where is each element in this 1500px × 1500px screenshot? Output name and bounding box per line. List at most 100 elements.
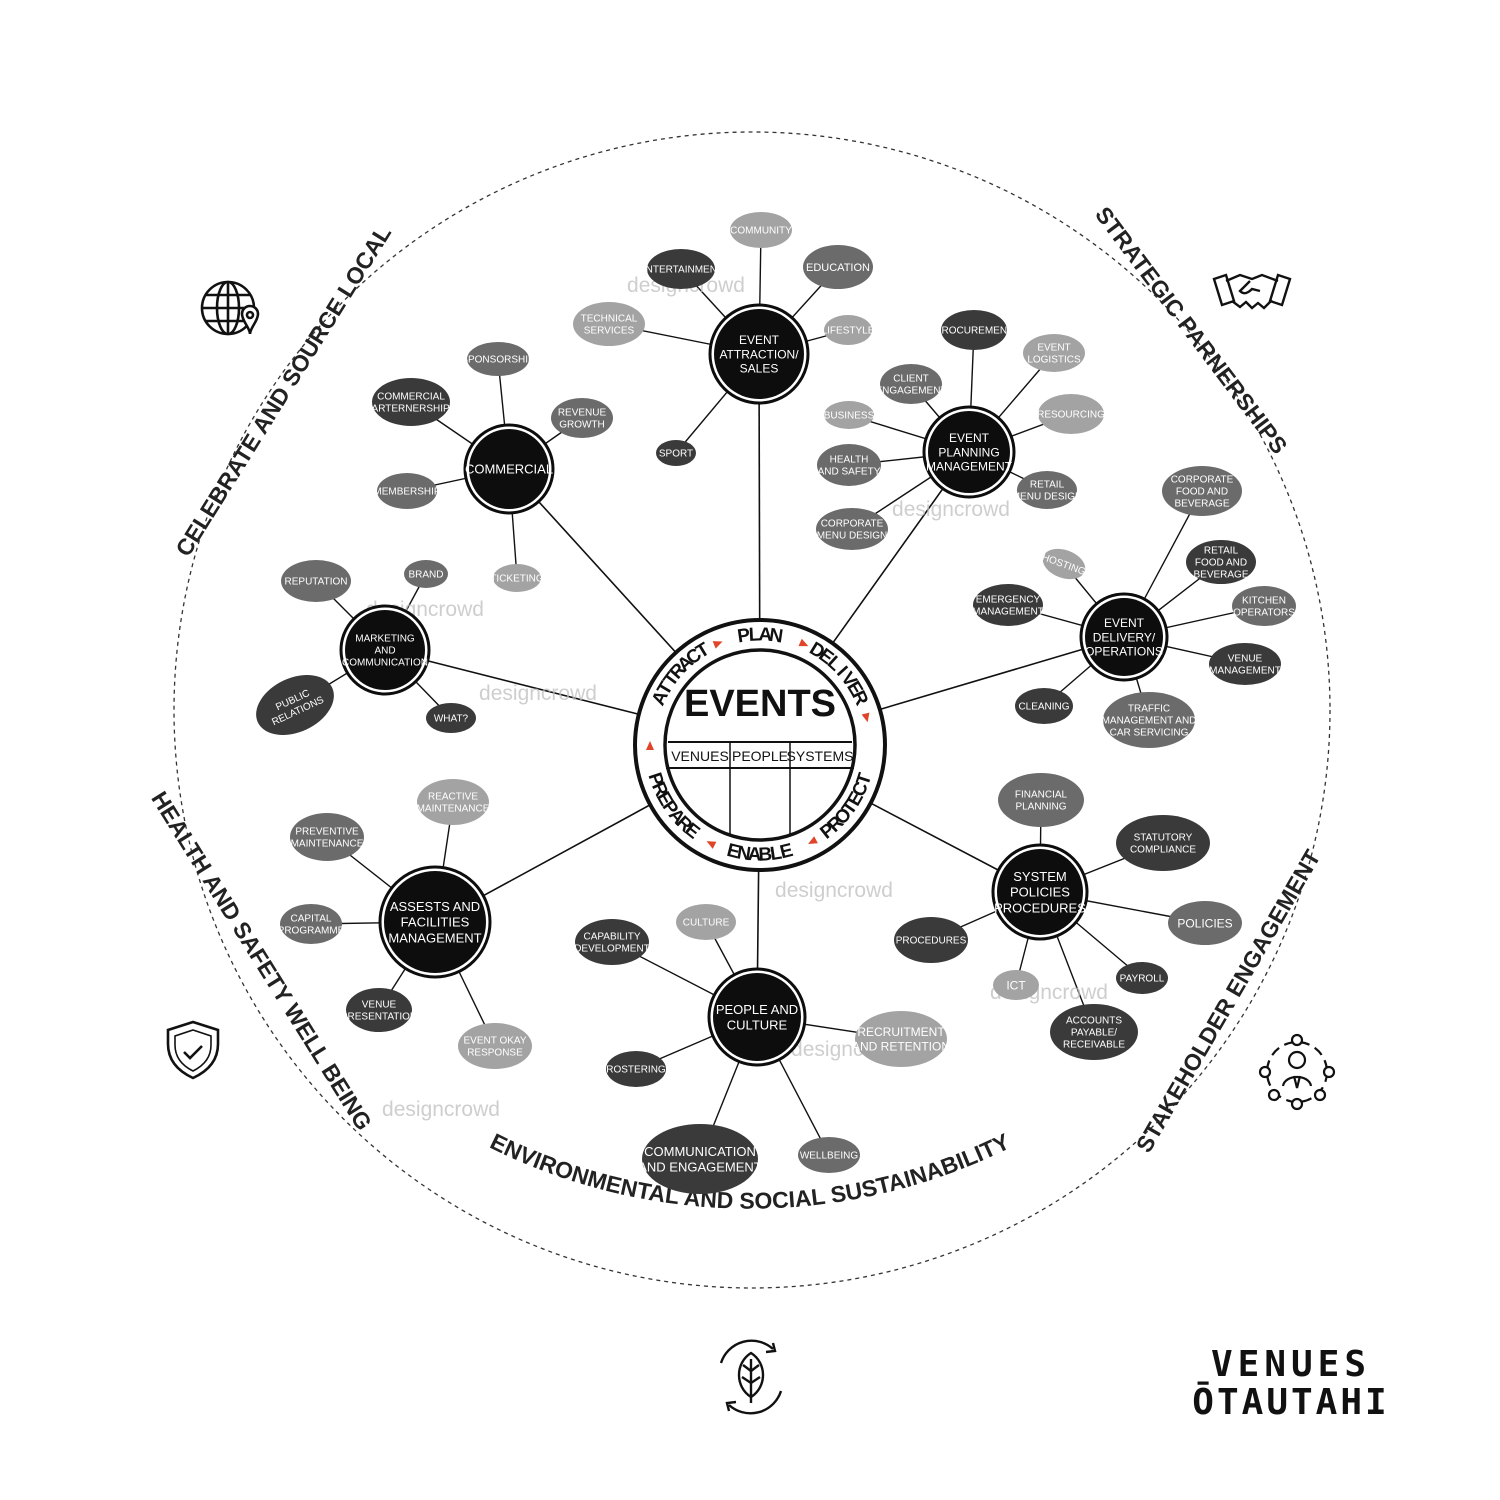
ring-arrow-icon [712,641,723,649]
leaf-bubble [606,1051,666,1087]
leaf-label: ENTERTAINMENT [639,265,723,276]
leaf-bubble [1103,692,1195,748]
leaf-node-rostering: ROSTERING [606,1051,666,1087]
leaf-bubble [280,904,342,944]
watermark-text: designcrowd [479,682,597,705]
leaf-node-sport: SPORT [656,440,696,466]
outer-label-top-left: CELEBRATE AND SOURCE LOCAL [170,221,396,561]
leaf-bubble [417,779,489,825]
leaf-bubble [1116,962,1168,994]
svg-text:E: E [725,840,742,863]
hub-label: COMMERCIAL [465,462,553,477]
leaf-bubble [575,919,649,965]
watermark-text: designcrowd [382,1098,500,1121]
svg-text:B: B [758,844,773,866]
ring-arrow-icon [861,712,870,723]
stakeholder-network-icon [1258,1033,1336,1111]
center-title: EVENTS [684,683,836,725]
center-hub: EVENTS VENUES PEOPLE SYSTEMS ATTRACTPLAN… [633,618,887,872]
leaf-bubble [346,988,412,1032]
leaf-bubble [493,564,541,592]
leaf-label: WHAT? [434,714,469,725]
leaf-label: COMMUNITY [730,226,792,237]
leaf-bubble [426,703,476,733]
svg-text:STRATEGIC PARNERSHIPS: STRATEGIC PARNERSHIPS [1090,202,1293,459]
outer-dashed-ring [173,131,1331,1289]
watermark-text: designcrowd [892,498,1010,521]
leaf-label: PAYROLL [1120,974,1165,985]
leaf-node-wellbeing: WELLBEING [798,1137,860,1173]
watermark-text: designcrowd [775,879,893,902]
leaf-bubble [372,378,450,426]
leaf-label: CLEANING [1018,702,1069,713]
handshake-icon [1212,273,1292,310]
leaf-bubble [973,584,1043,626]
leaf-bubble [1209,643,1281,685]
leaf-bubble [880,364,942,404]
globe-pin-icon [200,280,260,336]
leaf-node-procedures: PROCEDURES [894,917,968,963]
leaf-bubble [1232,586,1296,626]
leaf-bubble [894,917,968,963]
svg-text:A: A [747,844,762,866]
leaf-label: RESOURCING [1037,410,1105,421]
leaf-bubble [404,560,448,588]
svg-text:CELEBRATE AND SOURCE LOCAL: CELEBRATE AND SOURCE LOCAL [170,221,396,561]
column-people: PEOPLE [732,748,788,764]
leaf-label: PROCUREMENT [935,326,1013,337]
leaf-bubble [377,473,437,509]
leaf-bubble [1050,1004,1138,1060]
leaf-node-payroll: PAYROLL [1116,962,1168,994]
leaf-bubble [1186,540,1256,584]
column-venues: VENUES [671,748,729,764]
leaf-bubble [1023,334,1085,372]
leaf-bubble [730,212,792,248]
leaf-bubble [941,310,1007,350]
leaf-bubble [656,440,696,466]
leaf-node-policies: POLICIES [1168,901,1242,945]
svg-text:N: N [768,625,785,648]
leaf-node-public-relations: PUBLICRELATIONS [256,675,334,735]
logo-line-2: ŌTAUTAHI [1192,1382,1390,1423]
leaf-bubble [998,773,1084,827]
leaf-node-ticketing: TICKETING [490,564,544,592]
leaf-bubble [816,508,888,550]
leaf-node-education: EDUCATION [803,245,873,289]
